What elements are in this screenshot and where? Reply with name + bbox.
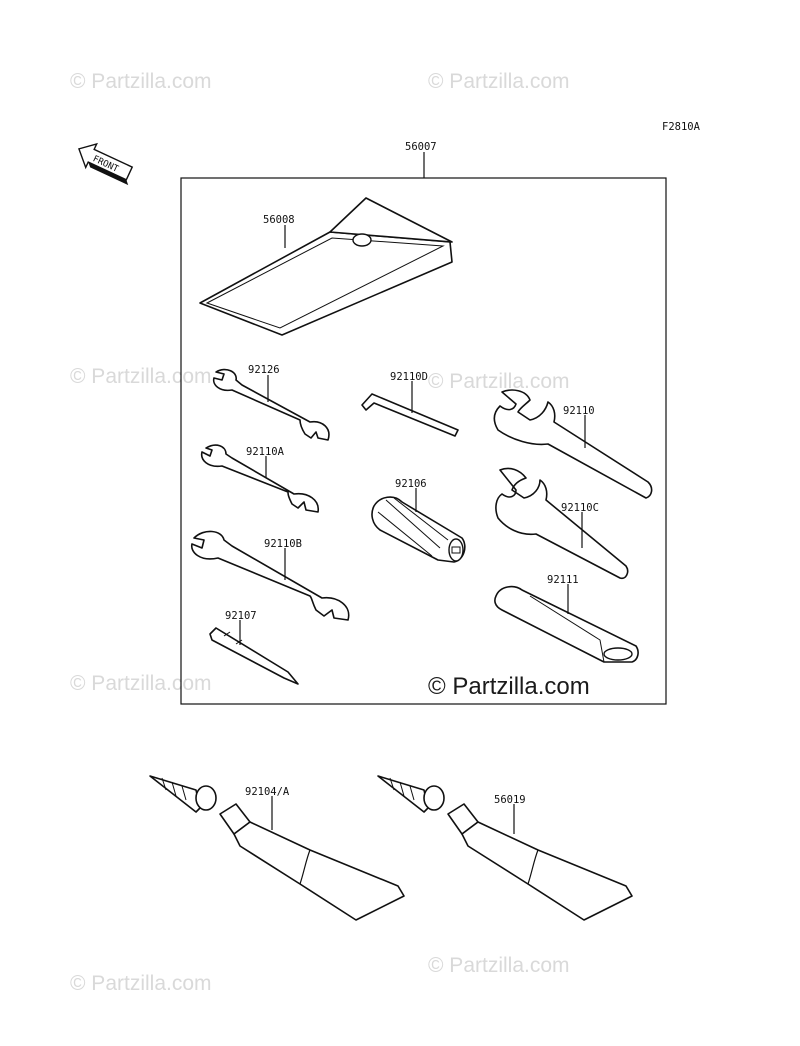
extension-92111: 92111: [494, 574, 639, 663]
watermarks: © Partzilla.com © Partzilla.com © Partzi…: [70, 70, 570, 995]
label-92110C: 92110C: [561, 502, 599, 514]
watermark: © Partzilla.com: [428, 70, 570, 93]
wrench-92110b: 92110B: [191, 530, 350, 621]
tool-case: 56008: [199, 197, 453, 336]
label-56019: 56019: [494, 794, 526, 806]
spanner-92110: 92110: [493, 389, 653, 499]
label-56007: 56007: [405, 141, 437, 153]
watermark: © Partzilla.com: [70, 70, 212, 93]
wrench-92110a: 92110A: [200, 444, 319, 513]
label-92126: 92126: [248, 364, 280, 376]
hex-key-92110d: 92110D: [361, 371, 459, 437]
watermark: © Partzilla.com: [428, 370, 570, 393]
label-92106: 92106: [395, 478, 427, 490]
label-92110D: 92110D: [390, 371, 428, 383]
label-92110: 92110: [563, 405, 595, 417]
grease-tube-92104a: 92104/A: [149, 775, 405, 921]
watermark: © Partzilla.com: [70, 972, 212, 995]
label-92107: 92107: [225, 610, 257, 622]
label-92110B: 92110B: [264, 538, 302, 550]
screwdriver-bit-92107: 92107: [209, 610, 299, 685]
grease-tube-56019: 56019: [377, 775, 633, 921]
watermark: © Partzilla.com: [70, 365, 212, 388]
tool-kit-box: 56007: [180, 141, 667, 705]
figure-code: F2810A: [662, 121, 701, 133]
watermark: © Partzilla.com: [428, 954, 570, 977]
label-92104A: 92104/A: [245, 786, 290, 798]
front-arrow-icon: FRONT: [78, 142, 134, 186]
watermark: © Partzilla.com: [70, 672, 212, 695]
handle-92106: 92106: [371, 478, 466, 563]
label-92110A: 92110A: [246, 446, 285, 458]
label-92111: 92111: [547, 574, 579, 586]
label-56008: 56008: [263, 214, 295, 226]
spanner-92110c: 92110C: [495, 467, 629, 580]
wrench-92126: 92126: [212, 364, 330, 441]
watermark-main: © Partzilla.com: [428, 673, 590, 700]
